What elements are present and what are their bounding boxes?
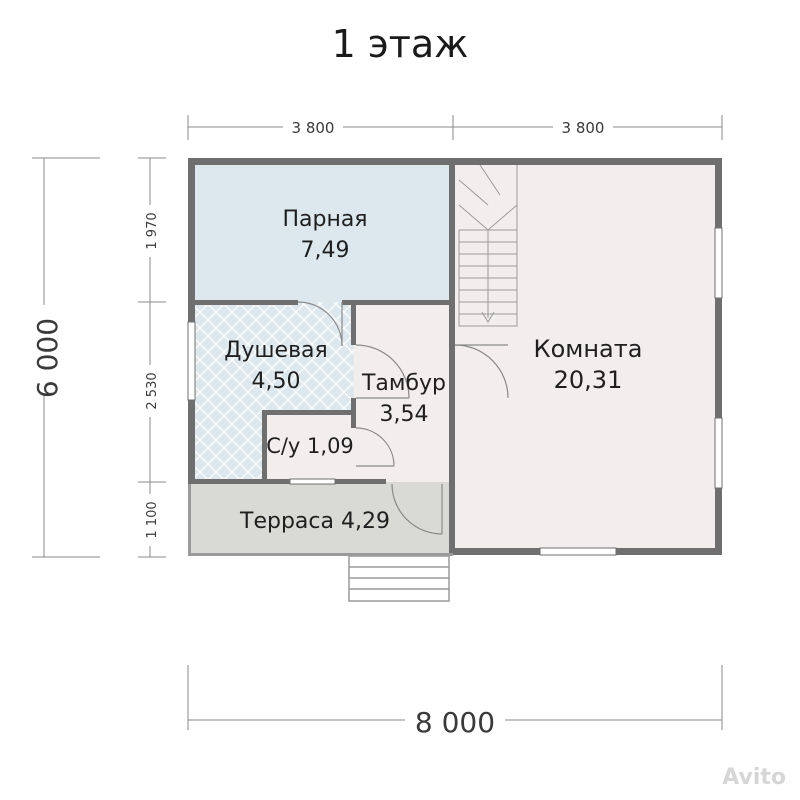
room-su-fill — [264, 413, 354, 482]
room-terrace-label: Терраса 4,29 — [239, 509, 390, 534]
watermark-logo: Avito — [722, 765, 786, 790]
room-tambur-name: Тамбур — [361, 371, 446, 396]
room-komnata-name: Комната — [534, 335, 643, 363]
dim-left-bottom: 1 100 — [145, 501, 160, 538]
dim-top-right: 3 800 — [562, 119, 605, 137]
floor-title: 1 этаж — [331, 22, 469, 66]
terrace-steps — [348, 555, 450, 602]
dim-left-top: 1 970 — [145, 212, 160, 249]
doors — [297, 301, 509, 535]
windows — [187, 227, 723, 556]
room-tambur-fill — [354, 302, 451, 482]
room-dushevaya-area: 4,50 — [252, 369, 301, 394]
staircase — [458, 164, 518, 327]
dim-left-middle: 2 530 — [145, 372, 160, 409]
dim-left-total: 6 000 — [31, 318, 64, 398]
room-tambur-area: 3,54 — [380, 402, 429, 427]
room-terrace-fill — [190, 482, 451, 555]
room-parnaya-fill — [194, 165, 451, 302]
room-su-label: С/у 1,09 — [266, 434, 354, 458]
room-dushevaya-name: Душевая — [224, 338, 328, 363]
room-komnata-area: 20,31 — [554, 366, 623, 394]
room-parnaya-area: 7,49 — [301, 238, 350, 263]
room-parnaya-name: Парная — [282, 207, 367, 232]
dim-top-left: 3 800 — [292, 119, 335, 137]
dim-bottom-total: 8 000 — [415, 706, 495, 739]
